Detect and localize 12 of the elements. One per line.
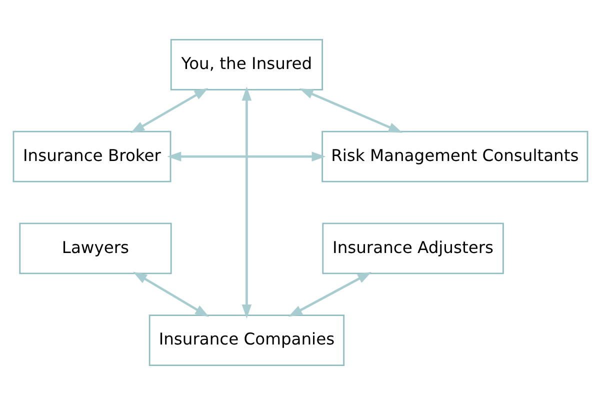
node-box: Risk Management Consultants	[322, 130, 588, 182]
arrow	[299, 88, 403, 132]
arrow	[288, 271, 372, 316]
arrow	[130, 88, 208, 133]
node-box: Insurance Adjusters	[322, 222, 504, 274]
arrow	[242, 86, 252, 318]
node-box: You, the Insured	[170, 38, 323, 90]
node-box: Insurance Companies	[148, 314, 345, 366]
node-box: Insurance Broker	[12, 130, 172, 182]
arrow	[167, 151, 326, 161]
arrow	[133, 271, 210, 316]
node-box: Lawyers	[19, 222, 172, 274]
